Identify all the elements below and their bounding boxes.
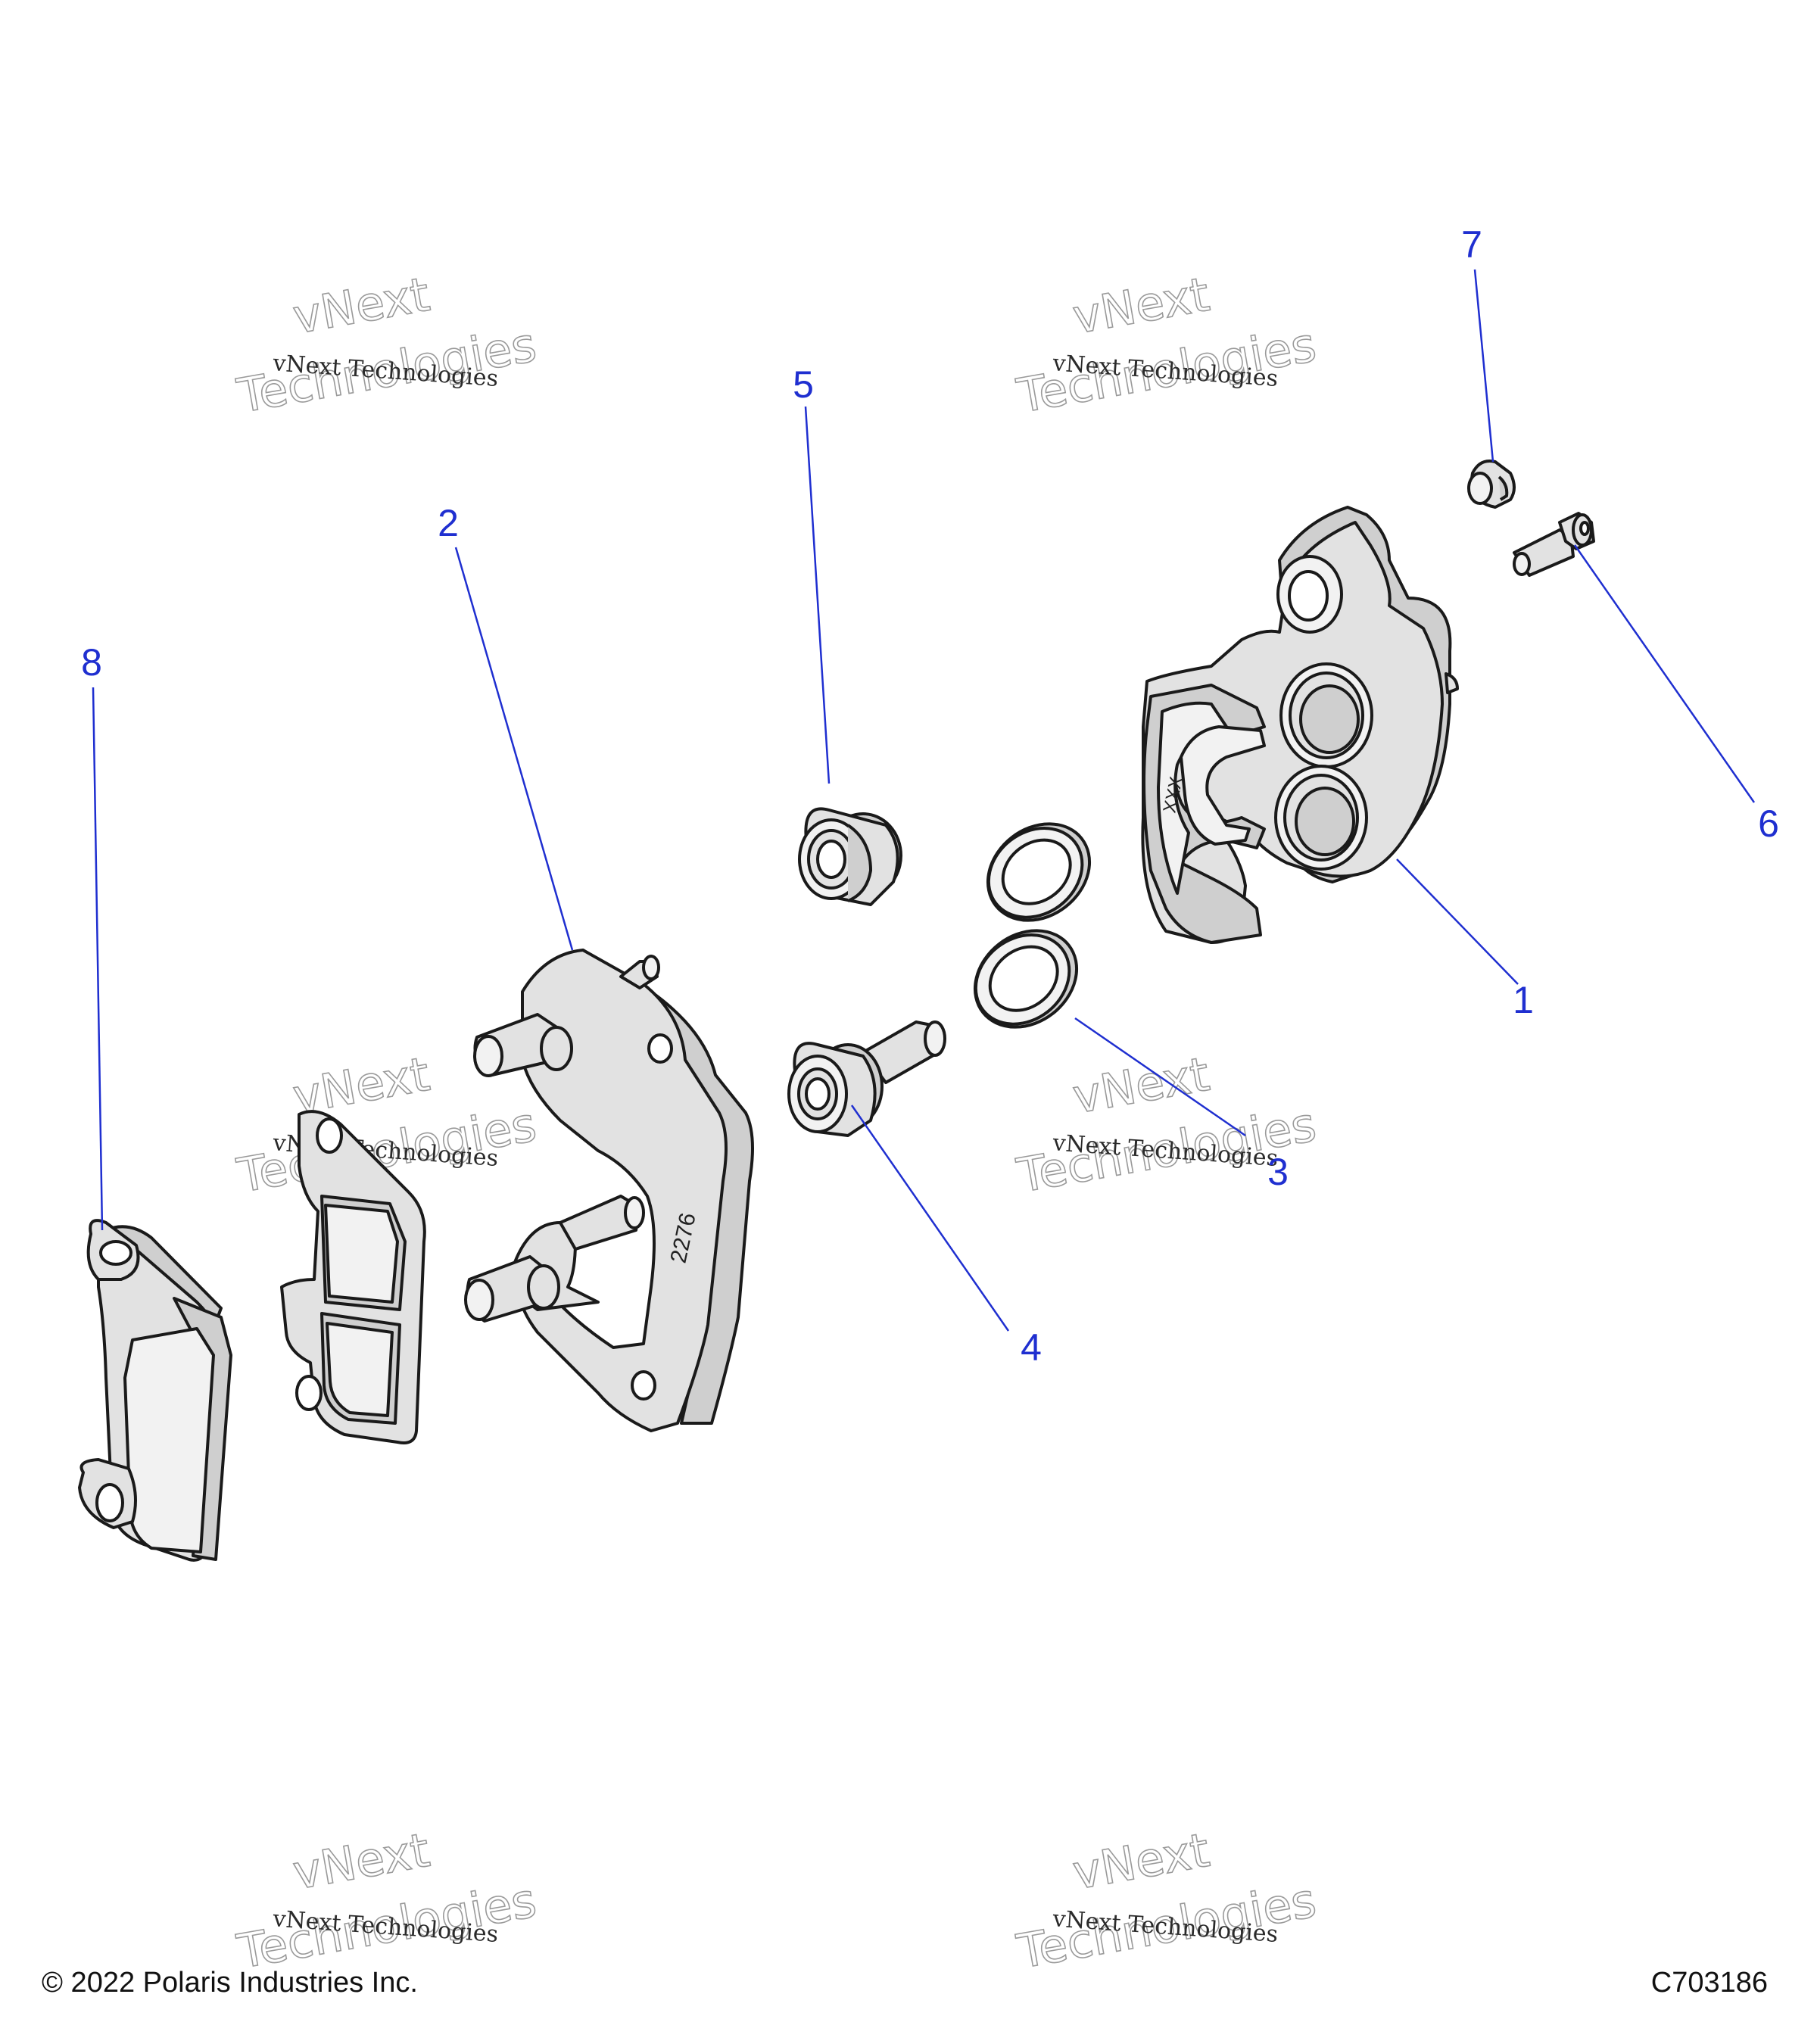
leader-8 [92,687,104,1231]
svg-text:vNext: vNext [1069,1046,1214,1124]
leader-1 [1396,858,1519,985]
part-7-bleeder-cap [1467,460,1516,509]
watermark-bottom-center: vNext Technologies vNext Technologies [1012,1821,1320,1980]
leader-2 [454,547,574,951]
callout-5: 5 [793,363,814,406]
part-6-bleeder-screw [1513,512,1595,577]
part-8-outer-brake-pad [78,1219,232,1562]
copyright-text: © 2022 Polaris Industries Inc. [42,1967,418,1999]
part-5-boot [798,807,902,906]
watermark-top-center: vNext Technologies vNext Technologies [1012,266,1320,424]
callout-7: 7 [1461,223,1482,266]
callout-numbers: 1 2 3 4 5 6 7 8 [81,223,1779,1369]
callout-2: 2 [438,502,459,544]
leader-6 [1573,544,1756,803]
part-2-caliper-bracket: 2276 [464,949,754,1432]
callout-4: 4 [1021,1326,1042,1369]
part-1-caliper-body: XXX [1141,506,1459,944]
watermark-top-left: vNext Technologies vNext Technologies [232,266,541,424]
svg-text:vNext: vNext [1069,1822,1214,1900]
leader-lines [92,269,1756,1332]
svg-text:vNext: vNext [289,1822,434,1900]
svg-text:vNext: vNext [1069,266,1214,344]
watermark-bottom-left: vNext Technologies vNext Technologies [232,1821,541,1980]
svg-text:vNext: vNext [289,266,434,344]
callout-8: 8 [81,641,102,684]
part-4-slide-pin [787,1020,946,1137]
brake-pad-inner [280,1110,426,1444]
leader-3 [1074,1017,1246,1137]
leader-4 [850,1105,1010,1332]
leader-5 [804,406,831,784]
callout-3: 3 [1267,1151,1289,1193]
callout-1: 1 [1513,979,1534,1021]
figure-id: C703186 [1650,1967,1768,1999]
callout-6: 6 [1758,802,1779,845]
leader-7 [1473,269,1494,463]
part-3-piston-seals [973,822,1092,1029]
